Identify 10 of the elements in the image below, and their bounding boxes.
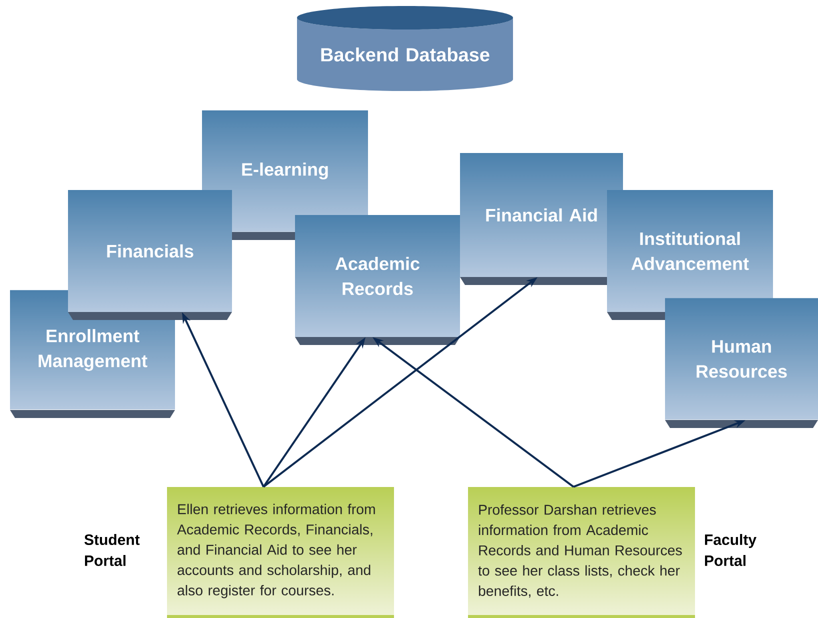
module-box: Human Resources <box>665 298 818 428</box>
portal-label: Student Portal <box>84 534 140 566</box>
portal-label: Faculty Portal <box>705 534 756 566</box>
database-cylinder: Backend Database <box>297 6 513 92</box>
description-box: Ellen retrieves information from Academic Records, Financials, and Financial Aid to see her accounts and scholarship, and also register for courses. <box>167 487 394 618</box>
module-box: Financial Aid <box>460 153 623 285</box>
module-box: Financials <box>68 190 232 320</box>
description-box: Professor Darshan retrieves information from Academic Records and Human Resources to see her class lists, check her benefits, etc. <box>468 487 696 618</box>
module-box: Academic Records <box>295 215 460 345</box>
module-box: Institutional Advancement <box>607 190 773 320</box>
